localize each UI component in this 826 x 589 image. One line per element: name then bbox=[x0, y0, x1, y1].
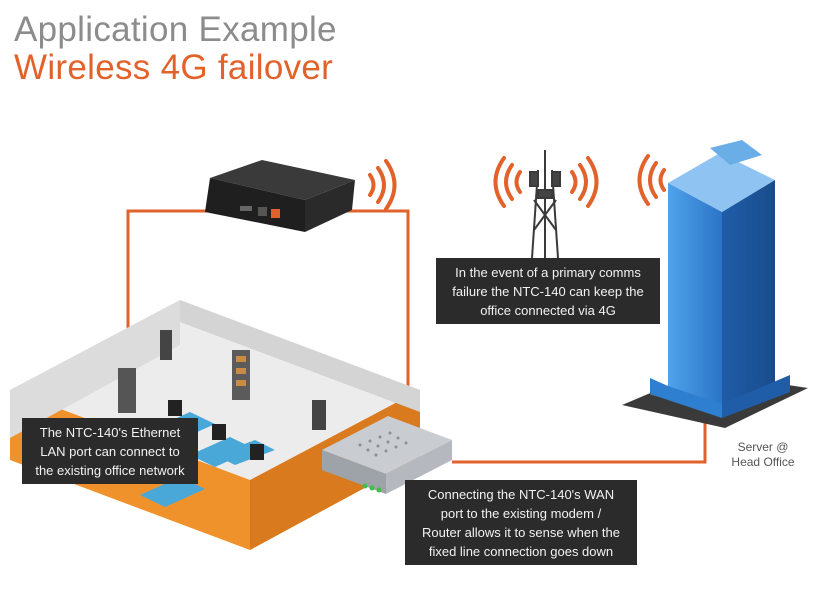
title-application-example: Application Example bbox=[14, 10, 337, 49]
cable-headoffice bbox=[452, 422, 707, 464]
callout-tower-line-3: office connected via 4G bbox=[480, 303, 616, 318]
callout-wan-line-1: Connecting the NTC-140's WAN bbox=[427, 487, 615, 502]
callout-wan-line-2: port to the existing modem / bbox=[440, 506, 602, 521]
head-office-building bbox=[622, 140, 808, 428]
server-label-line-1: Server @ bbox=[737, 440, 789, 454]
callout-wan-line-4: fixed line connection goes down bbox=[428, 544, 614, 559]
callout-tower-failover: In the event of a primary comms failure … bbox=[436, 258, 660, 324]
callout-wan-port: Connecting the NTC-140's WAN port to the… bbox=[405, 480, 637, 565]
tower-signal-left-icon bbox=[493, 156, 522, 208]
title-wireless-failover: Wireless 4G failover bbox=[14, 48, 334, 87]
callout-wan-line-3: Router allows it to sense when the bbox=[422, 525, 620, 540]
callout-lan-line-3: the existing office network bbox=[35, 463, 185, 478]
callout-tower-line-2: failure the NTC-140 can keep the bbox=[452, 284, 644, 299]
callout-lan-line-1: The NTC-140's Ethernet bbox=[39, 425, 181, 440]
callout-lan-line-2: LAN port can connect to bbox=[40, 444, 180, 459]
callout-lan-port: The NTC-140's Ethernet LAN port can conn… bbox=[22, 418, 198, 484]
modem-router bbox=[322, 416, 452, 494]
building-signal-icon bbox=[637, 154, 666, 206]
ntc-140-router bbox=[205, 160, 355, 232]
callout-tower-line-1: In the event of a primary comms bbox=[455, 265, 641, 280]
tower-signal-right-icon bbox=[570, 156, 599, 208]
router-signal-icon bbox=[368, 159, 397, 211]
server-head-office-label: Server @ Head Office bbox=[708, 440, 818, 470]
cell-tower bbox=[529, 150, 561, 259]
server-label-line-2: Head Office bbox=[731, 455, 795, 469]
